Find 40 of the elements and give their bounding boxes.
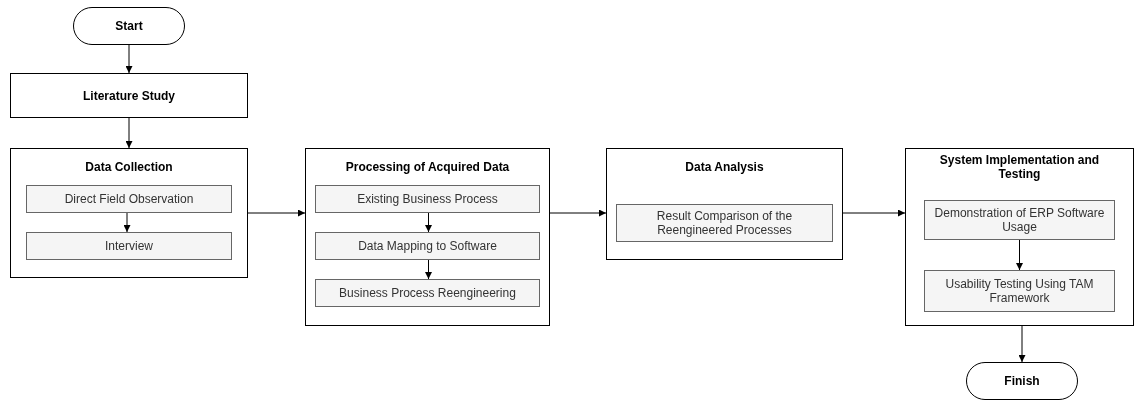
arrow <box>247 209 306 217</box>
step-label: Usability Testing Using TAM Framework <box>944 277 1095 305</box>
step-box <box>616 204 833 242</box>
step-box <box>315 279 540 307</box>
step-box <box>26 232 232 260</box>
stage-box <box>905 148 1134 326</box>
terminal-label: Finish <box>1004 374 1040 388</box>
arrow <box>425 212 432 233</box>
step-label: Business Process Reengineering <box>339 286 516 300</box>
arrow <box>125 117 133 149</box>
stage-heading: Data Analysis <box>685 160 764 174</box>
arrow <box>425 259 432 280</box>
step-box <box>26 185 232 213</box>
step-box <box>315 232 540 260</box>
process-box <box>10 73 248 118</box>
step-box <box>924 200 1115 240</box>
arrow <box>125 44 133 74</box>
step-label: Direct Field Observation <box>64 192 194 206</box>
terminal-shape <box>966 362 1078 400</box>
terminal-shape <box>73 7 185 45</box>
arrow <box>1016 239 1023 271</box>
arrow <box>842 209 906 217</box>
stage-heading: Processing of Acquired Data <box>345 160 510 174</box>
step-box <box>315 185 540 213</box>
stage-heading: System Implementation and Testing <box>938 153 1101 181</box>
arrow <box>123 212 131 233</box>
stage-box <box>606 148 843 260</box>
arrow <box>549 209 607 217</box>
stage-box <box>10 148 248 278</box>
step-label: Result Comparison of the Reengineered Processes <box>655 209 794 237</box>
process-label: Literature Study <box>83 88 175 103</box>
step-label: Data Mapping to Software <box>358 239 497 253</box>
step-label: Demonstration of ERP Software Usage <box>933 206 1106 234</box>
arrow <box>1018 325 1026 363</box>
step-label: Existing Business Process <box>357 192 498 206</box>
step-box <box>924 270 1115 312</box>
stage-heading: Data Collection <box>85 160 173 174</box>
step-label: Interview <box>105 239 153 253</box>
stage-box <box>305 148 550 326</box>
terminal-label: Start <box>115 19 143 33</box>
